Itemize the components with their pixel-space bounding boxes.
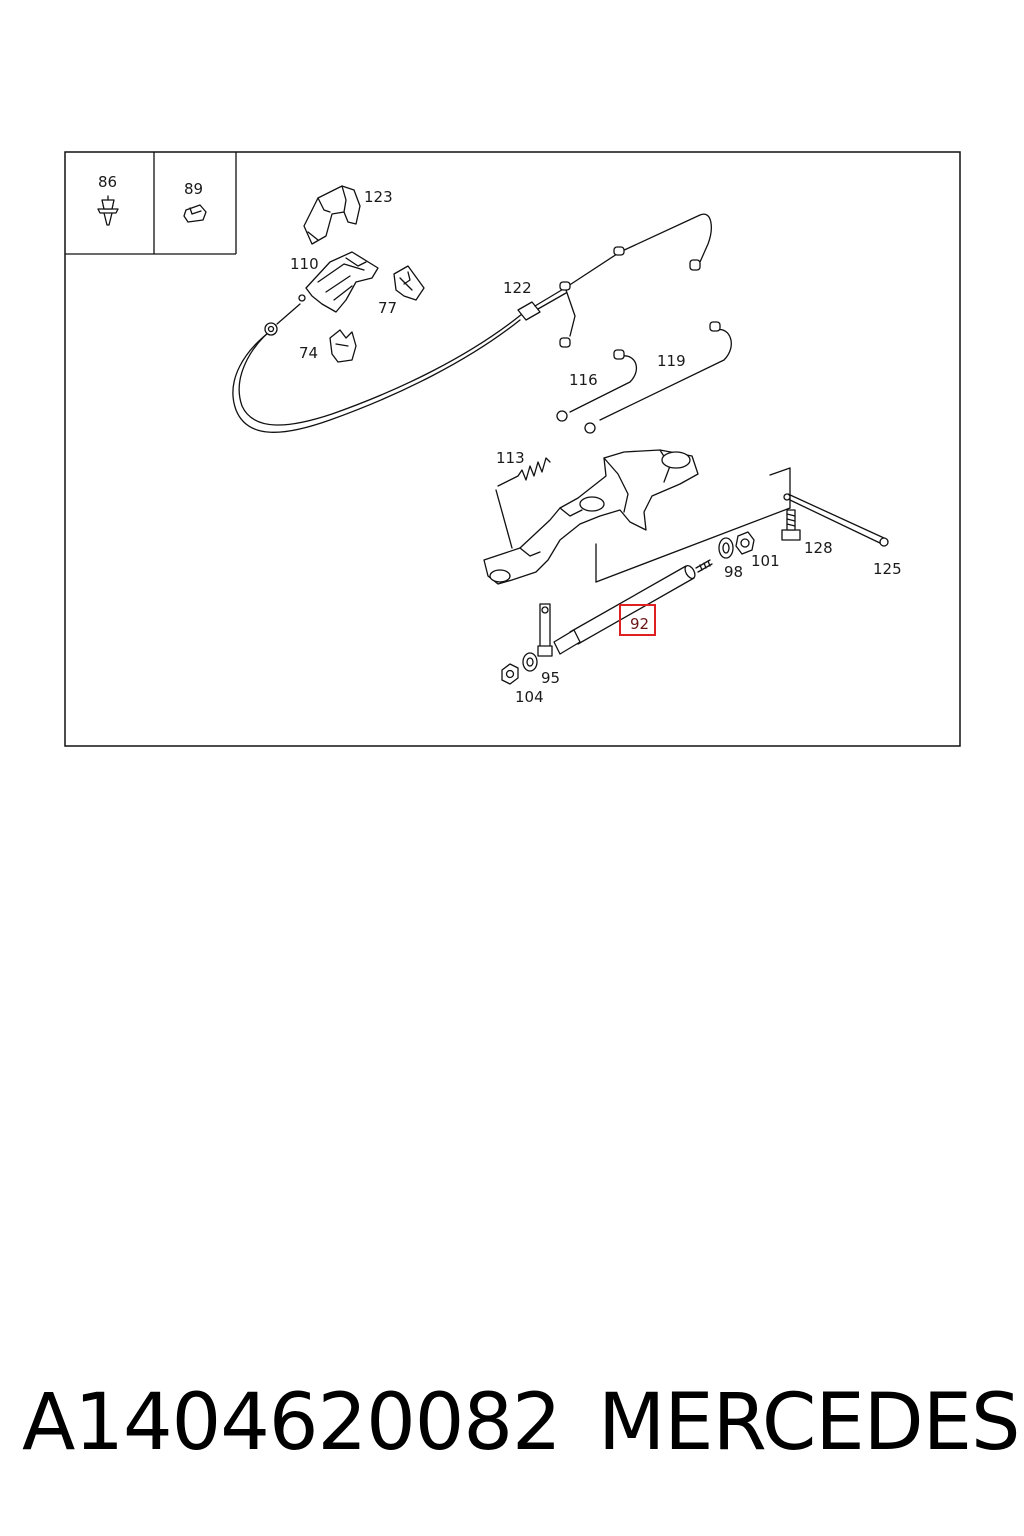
- nut-101-icon: [735, 531, 755, 555]
- part-number: A1404620082: [22, 1378, 562, 1468]
- callout-122: 122: [503, 279, 532, 297]
- callout-74: 74: [299, 344, 318, 362]
- callout-104: 104: [515, 688, 544, 706]
- washer-95-icon: [522, 652, 538, 672]
- callout-77: 77: [378, 299, 397, 317]
- inset-boxes: [65, 152, 237, 255]
- brand-name: MERCEDES: [598, 1378, 1020, 1468]
- cable-116-icon: [556, 349, 638, 422]
- callout-86: 86: [98, 173, 117, 191]
- steering-damper-92-icon: [537, 559, 713, 657]
- parts-diagram: 86 89 123 110 77 74 122 116 119 113 98 1…: [64, 151, 961, 747]
- callout-110: 110: [290, 255, 319, 273]
- pedal-assembly-110-icon: [298, 251, 379, 313]
- callout-98: 98: [724, 563, 743, 581]
- callout-123: 123: [364, 188, 393, 206]
- pedal-cover-123-icon: [303, 185, 361, 245]
- nut-104-icon: [501, 663, 519, 685]
- callout-116: 116: [569, 371, 598, 389]
- bolt-128-icon: [781, 509, 801, 541]
- callout-highlight-box: [619, 604, 656, 636]
- strut-125-icon: [783, 493, 889, 547]
- cable-119-icon: [584, 321, 732, 434]
- callout-89: 89: [184, 180, 203, 198]
- callout-113: 113: [496, 449, 525, 467]
- bracket-89-icon: [183, 204, 207, 223]
- callout-92: 92: [630, 615, 649, 633]
- footer: A1404620082 MERCEDES: [0, 1368, 1024, 1478]
- bracket-74-icon: [329, 329, 357, 363]
- callout-95: 95: [541, 669, 560, 687]
- bracket-77-icon: [393, 265, 425, 301]
- steering-rack-icon: [483, 449, 791, 585]
- diagram-frame: [64, 151, 961, 747]
- cable-122-icon: [232, 213, 712, 433]
- callout-119: 119: [657, 352, 686, 370]
- washer-98-icon: [718, 537, 734, 559]
- callout-125: 125: [873, 560, 902, 578]
- clip-86-icon: [97, 195, 119, 226]
- spring-113-icon: [495, 457, 551, 549]
- callout-128: 128: [804, 539, 833, 557]
- callout-101: 101: [751, 552, 780, 570]
